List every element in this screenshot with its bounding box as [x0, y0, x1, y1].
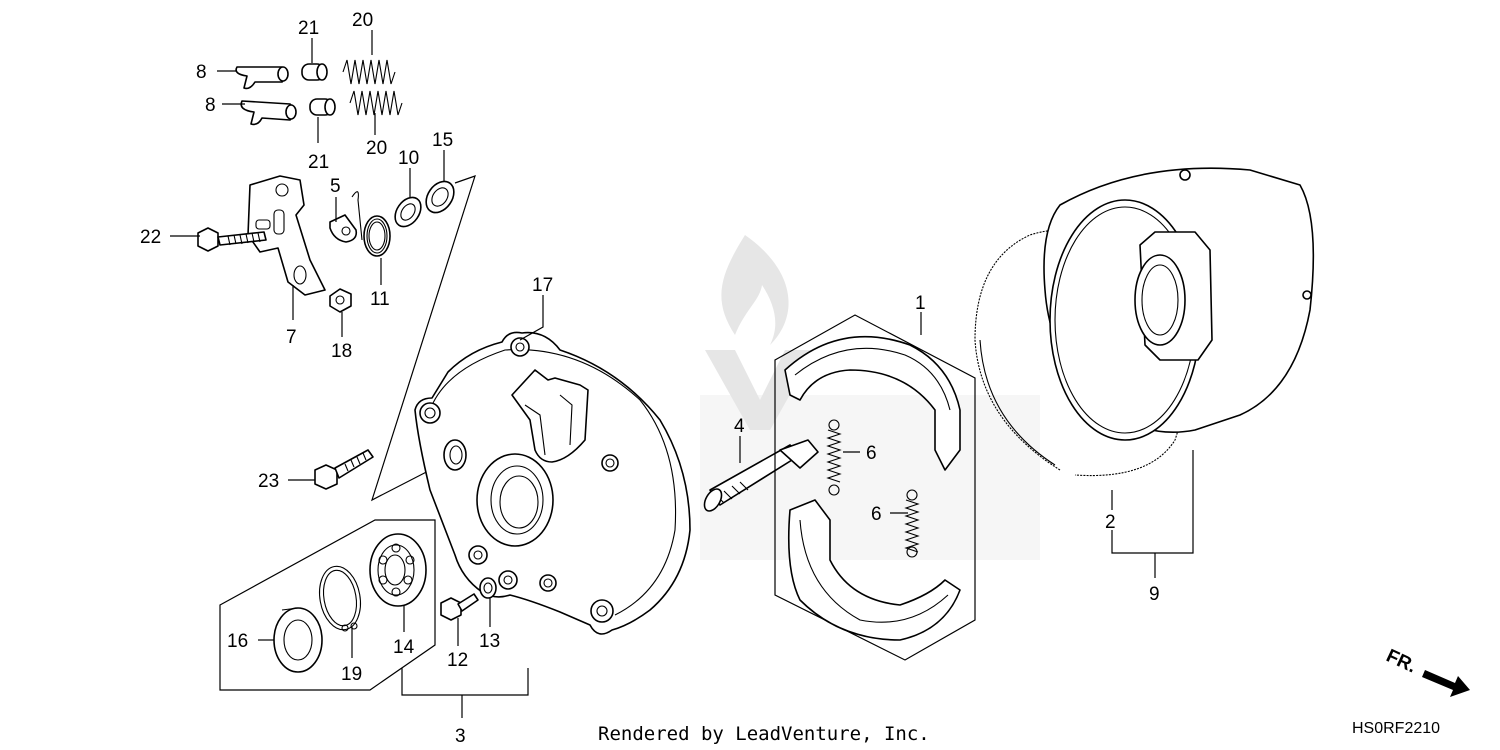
- brake-panel-17: [414, 331, 691, 635]
- spring-20-lower: [349, 90, 403, 116]
- callout-13: 13: [479, 631, 500, 652]
- callout-3: 3: [455, 726, 466, 747]
- direction-label: FR.: [1383, 645, 1420, 677]
- bearing-14: [369, 533, 427, 607]
- collar-21-upper: [301, 63, 328, 81]
- callout-21: 21: [298, 18, 319, 39]
- callout-21: 21: [308, 152, 329, 173]
- brake-lever-7: [247, 175, 326, 296]
- brake-shoe-lower-1: [787, 499, 961, 641]
- brake-drum-9: [1043, 167, 1315, 441]
- callout-23: 23: [258, 471, 279, 492]
- callout-8: 8: [196, 62, 207, 83]
- brake-shoe-upper-1: [784, 335, 961, 471]
- callout-19: 19: [341, 664, 362, 685]
- callout-6: 6: [866, 443, 877, 464]
- callout-5: 5: [330, 176, 341, 197]
- bearing-group-box: [219, 519, 436, 691]
- callout-17: 17: [532, 275, 553, 296]
- seal-15: [425, 180, 455, 214]
- callout-20: 20: [366, 138, 387, 159]
- callout-2: 2: [1105, 512, 1116, 533]
- callout-6: 6: [871, 504, 882, 525]
- callout-8: 8: [205, 95, 216, 116]
- nut-18: [329, 288, 352, 313]
- torsion-spring-11: [351, 191, 391, 257]
- assembly-line-a: [370, 175, 476, 502]
- spring-6-upper: [826, 419, 842, 496]
- callout-1: 1: [915, 293, 926, 314]
- callout-4: 4: [734, 416, 745, 437]
- callout-15: 15: [432, 130, 453, 151]
- spring-20-upper: [342, 59, 396, 85]
- washer-5: [329, 214, 358, 243]
- washer-13: [479, 577, 497, 599]
- seal-16: [273, 607, 323, 673]
- callout-10: 10: [398, 148, 419, 169]
- callout-11: 11: [370, 289, 390, 310]
- callout-20: 20: [352, 10, 373, 31]
- callout-7: 7: [286, 327, 297, 348]
- callout-14: 14: [393, 637, 415, 658]
- brake-cam-4: [703, 439, 819, 512]
- bolt-12: [440, 593, 479, 621]
- callout-12: 12: [447, 650, 468, 671]
- callout-18: 18: [331, 341, 352, 362]
- brake-shoe-box: [774, 314, 976, 661]
- bolt-22: [197, 227, 267, 252]
- rendered-by-credit: Rendered by LeadVenture, Inc.: [598, 723, 930, 745]
- lever-pin-8-lower: [240, 100, 297, 126]
- watermark-logo: [700, 235, 1040, 560]
- diagram-code: HS0RF2210: [1352, 720, 1440, 737]
- callout-22: 22: [140, 227, 161, 248]
- bracket-3: [401, 668, 529, 718]
- bolt-23: [314, 449, 374, 490]
- callout-16: 16: [227, 631, 248, 652]
- front-direction-arrow: FR.: [1383, 645, 1470, 697]
- callout-9: 9: [1149, 584, 1160, 605]
- collar-21-lower: [309, 98, 336, 116]
- leader-lines: [170, 30, 1113, 658]
- bracket-9: [1111, 450, 1194, 578]
- callout-labels: 8 8 21 21 20 20 5 10 15 22 11 7 18 17 23…: [140, 10, 1160, 747]
- lever-pin-8-upper: [235, 66, 289, 90]
- circlip-19: [318, 565, 362, 632]
- spring-6-lower: [904, 489, 920, 558]
- seal-10: [394, 196, 422, 228]
